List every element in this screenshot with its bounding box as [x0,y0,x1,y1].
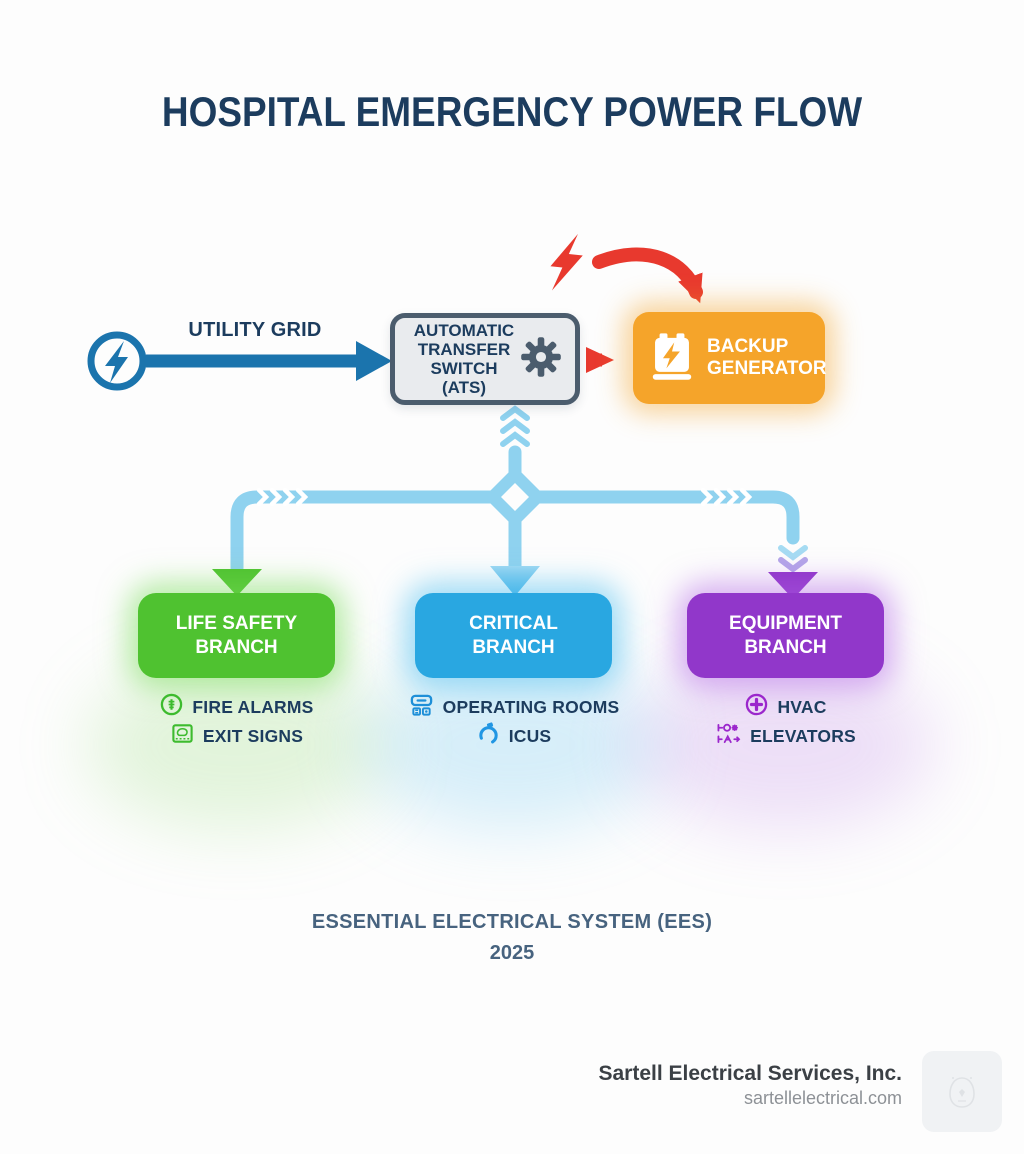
list-item: ELEVATORS [671,723,901,749]
critical-items: OPERATING ROOMS ICUS [399,694,629,749]
list-item: OPERATING ROOMS [399,694,629,720]
utility-grid-icon [87,331,147,391]
generator-label: BACKUP GENERATOR [707,336,827,379]
equipment-branch-label: EQUIPMENT BRANCH [729,612,842,658]
item-label: EXIT SIGNS [202,725,304,746]
fire-alarm-icon [160,693,183,721]
backup-generator-node[interactable]: BACKUP GENERATOR [633,312,827,404]
life-safety-branch-label: LIFE SAFETY BRANCH [175,612,298,658]
elevator-icon [716,722,741,750]
equipment-items: HVAC ELEVATORS [671,693,901,749]
item-label: ELEVATORS [750,725,856,746]
item-label: OPERATING ROOMS [442,696,620,717]
failover-curve-arrow [592,247,703,304]
brand-logo [922,1051,1002,1132]
life-safety-arrowhead [212,569,262,596]
item-label: ICUS [508,725,552,746]
equipment-branch-node[interactable]: EQUIPMENT BRANCH [687,593,884,678]
page-title: HOSPITAL EMERGENCY POWER FLOW [161,88,863,135]
utility-grid-label: UTILITY GRID [188,319,322,341]
rail-chevrons [256,487,753,507]
system-note-year: 2025 [489,942,535,964]
brand-block: Sartell Electrical Services, Inc. sartel… [598,1062,902,1109]
list-item: HVAC [671,693,901,721]
ats-label: AUTOMATIC TRANSFER SWITCH (ATS) [413,320,515,398]
distribution-lines [230,405,800,579]
list-item: EXIT SIGNS [122,723,352,749]
critical-arrowhead [490,566,540,596]
icu-icon [477,722,500,750]
gear-icon [519,335,563,384]
junction-node [484,466,546,528]
system-note: ESSENTIAL ELECTRICAL SYSTEM (EES) 2025 [0,911,1024,965]
hvac-icon [745,693,768,721]
critical-branch-label: CRITICAL BRANCH [469,612,558,658]
equipment-chevrons [778,545,808,573]
life-safety-branch-node[interactable]: LIFE SAFETY BRANCH [138,593,335,678]
list-item: ICUS [399,722,629,750]
life-safety-items: FIRE ALARMS EXIT SIGNS [122,693,352,749]
operating-room-icon [409,693,434,722]
ats-node[interactable]: AUTOMATIC TRANSFER SWITCH (ATS) [390,313,580,405]
outage-bolt-icon [550,233,583,291]
item-label: HVAC [777,696,827,717]
critical-branch-node[interactable]: CRITICAL BRANCH [415,593,612,678]
item-label: FIRE ALARMS [192,696,314,717]
exit-sign-icon [171,722,194,750]
company-website[interactable]: sartellelectrical.com [743,1088,902,1108]
company-name: Sartell Electrical Services, Inc. [598,1062,902,1085]
system-note-line1: ESSENTIAL ELECTRICAL SYSTEM (EES) [311,911,713,933]
list-item: FIRE ALARMS [122,693,352,721]
utility-arrow [146,341,392,381]
generator-icon [649,330,695,387]
